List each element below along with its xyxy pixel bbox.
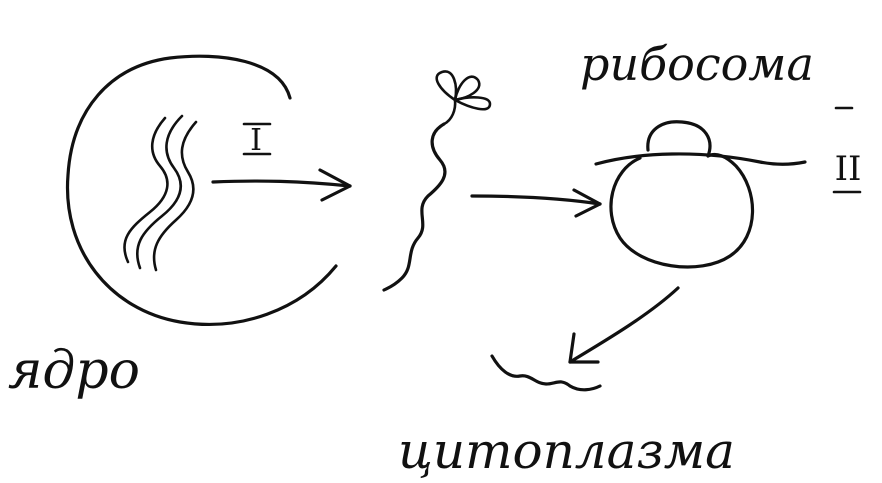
nucleus-label: ядро (8, 341, 140, 401)
protein-chain (490, 354, 602, 392)
mrna-molecule (382, 122, 447, 292)
arrow-stage-1 (211, 168, 352, 202)
arrow-to-ribosome (470, 188, 602, 218)
ribosome (594, 120, 807, 269)
ribosome-label: рибосома (580, 37, 814, 91)
stage-2-marker (832, 106, 862, 194)
nucleus-outline (65, 54, 338, 326)
cytoplasm-label: цитоплазма (398, 422, 735, 480)
stage-2-label: II (835, 149, 862, 189)
stage-1-label: I (250, 123, 262, 158)
dna-strand (123, 114, 198, 272)
arrow-to-cytoplasm (568, 286, 680, 364)
clover-icon (435, 70, 492, 126)
